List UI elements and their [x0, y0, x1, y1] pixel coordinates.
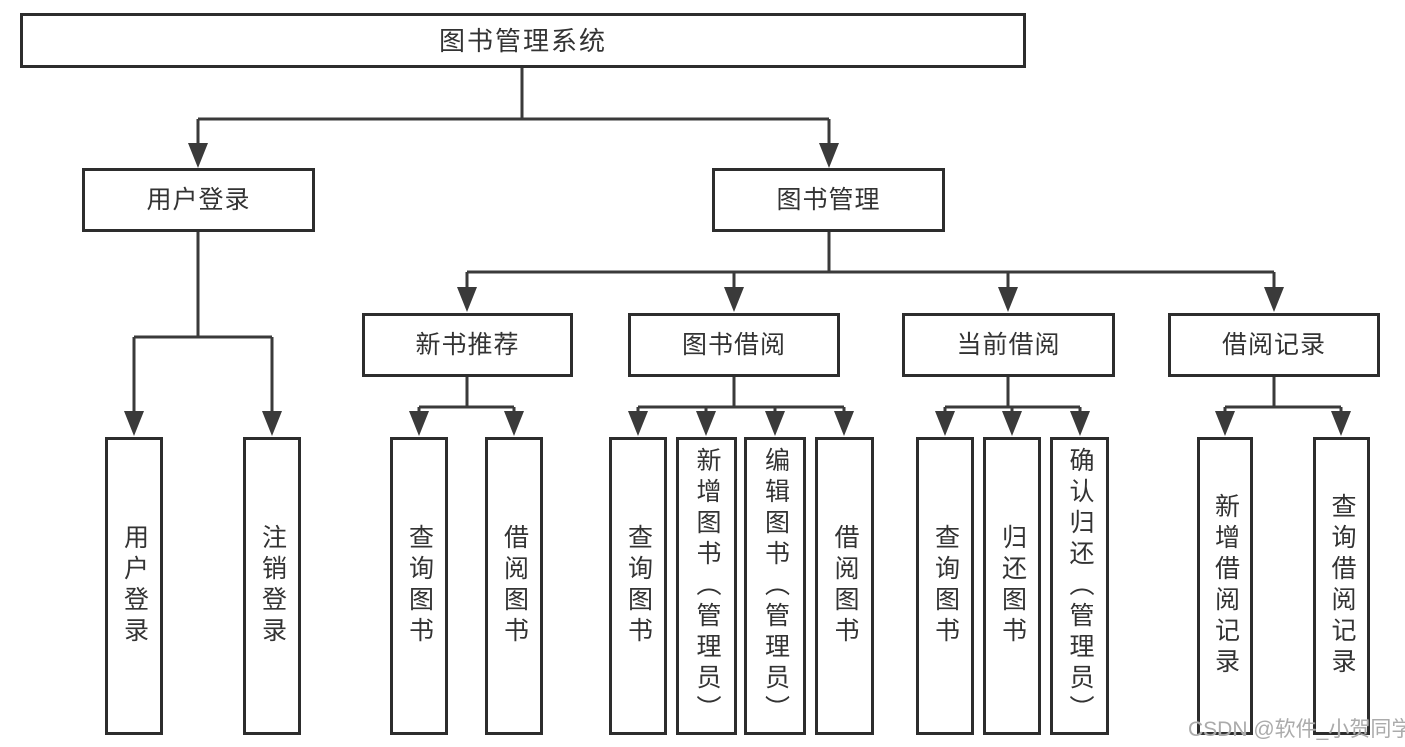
leaf-add-borrow-record: 新增借阅记录	[1197, 437, 1253, 735]
node-book-management: 图书管理	[712, 168, 945, 232]
leaf-return-books-label: 归还图书	[998, 524, 1027, 648]
leaf-edit-books-admin-label: 编辑图书（管理员）	[761, 446, 790, 726]
leaf-borrow-books-label: 借阅图书	[831, 524, 859, 648]
leaf-add-books-admin-label: 新增图书（管理员）	[693, 446, 721, 726]
leaf-query-books-current-label: 查询图书	[931, 524, 960, 648]
node-new-book-recommend-label: 新书推荐	[415, 330, 520, 359]
node-book-borrow: 图书借阅	[628, 313, 840, 377]
leaf-add-borrow-record-label: 新增借阅记录	[1211, 493, 1240, 679]
connector-borrow-record-to-leaves	[1215, 377, 1351, 436]
node-borrow-record: 借阅记录	[1168, 313, 1380, 377]
leaf-add-books-admin: 新增图书（管理员）	[676, 437, 737, 735]
leaf-user-login: 用户登录	[105, 437, 163, 735]
leaf-confirm-return-admin-label: 确认归还（管理员）	[1066, 446, 1094, 726]
node-borrow-record-label: 借阅记录	[1221, 330, 1326, 359]
leaf-query-books-recommend: 查询图书	[390, 437, 448, 735]
leaf-query-books-recommend-label: 查询图书	[405, 524, 434, 648]
leaf-query-borrow-record: 查询借阅记录	[1313, 437, 1370, 735]
leaf-logout: 注销登录	[243, 437, 301, 735]
leaf-query-books-borrow: 查询图书	[609, 437, 667, 735]
connector-book-borrow-to-leaves	[628, 377, 854, 436]
leaf-confirm-return-admin: 确认归还（管理员）	[1050, 437, 1109, 735]
node-user-login: 用户登录	[82, 168, 315, 232]
connector-book-management-to-sections	[457, 232, 1284, 312]
node-root-library-system: 图书管理系统	[20, 13, 1026, 68]
connector-root-to-branches	[188, 68, 839, 168]
node-current-borrow: 当前借阅	[902, 313, 1115, 377]
node-book-management-label: 图书管理	[776, 185, 881, 214]
connector-current-borrow-to-leaves	[935, 377, 1090, 436]
leaf-user-login-label: 用户登录	[120, 524, 149, 648]
leaf-return-books: 归还图书	[983, 437, 1041, 735]
leaf-borrow-books-recommend-label: 借阅图书	[500, 524, 529, 648]
csdn-watermark: CSDN @软件_小贺同学	[1188, 718, 1405, 741]
connector-user-login-to-leaves	[124, 232, 282, 436]
leaf-borrow-books: 借阅图书	[815, 437, 874, 735]
node-new-book-recommend: 新书推荐	[362, 313, 573, 377]
leaf-query-books-borrow-label: 查询图书	[624, 524, 653, 648]
node-current-borrow-label: 当前借阅	[956, 330, 1061, 359]
node-root-label: 图书管理系统	[438, 25, 607, 56]
leaf-borrow-books-recommend: 借阅图书	[485, 437, 543, 735]
leaf-logout-label: 注销登录	[258, 524, 287, 648]
node-user-login-label: 用户登录	[146, 185, 251, 214]
leaf-query-borrow-record-label: 查询借阅记录	[1328, 493, 1356, 679]
leaf-edit-books-admin: 编辑图书（管理员）	[744, 437, 806, 735]
leaf-query-books-current: 查询图书	[916, 437, 974, 735]
connector-new-book-rec-to-leaves	[409, 377, 524, 436]
node-book-borrow-label: 图书借阅	[681, 330, 786, 359]
